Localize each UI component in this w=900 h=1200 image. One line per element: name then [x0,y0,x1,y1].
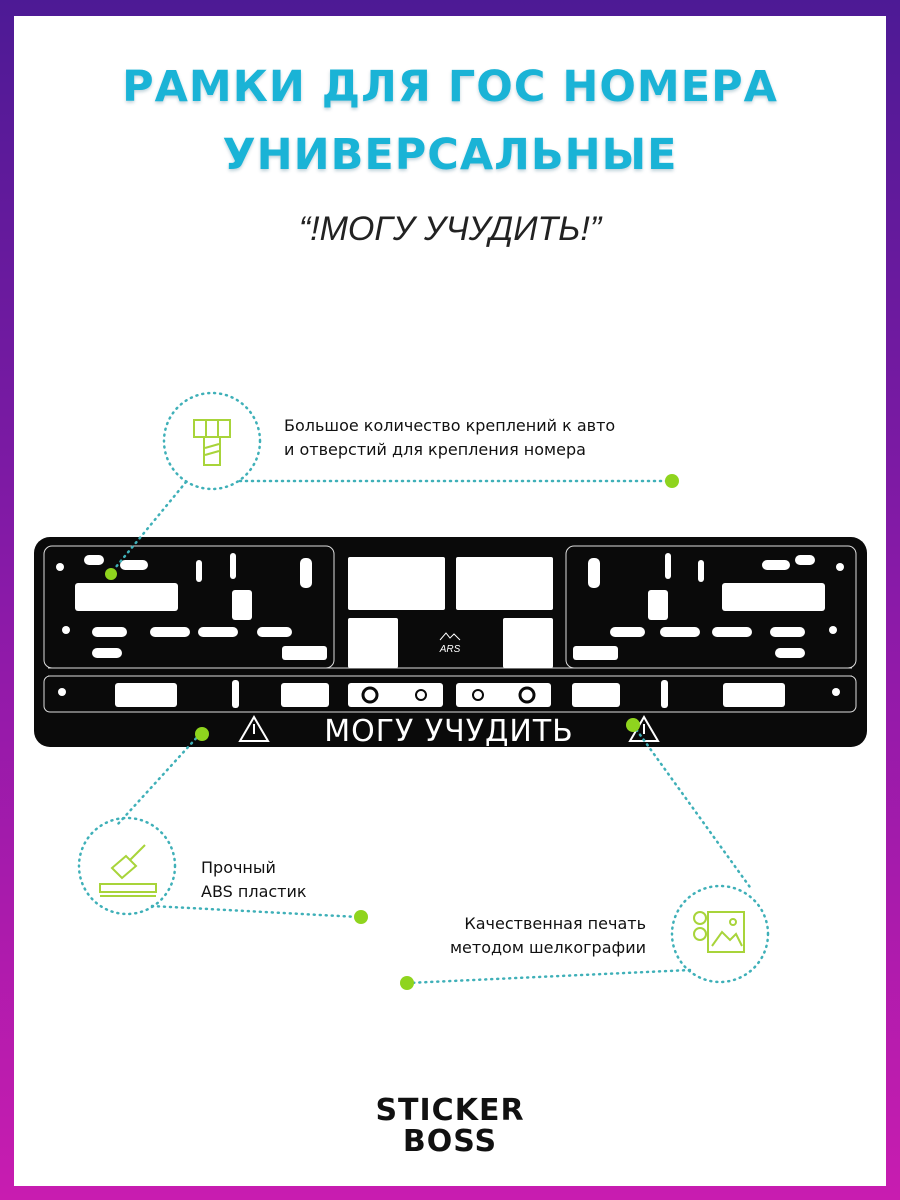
brand-logo-line-2: BOSS [402,1124,498,1159]
feature-material: Прочный ABS пластик [201,856,307,904]
feature-print: Качественная печать методом шелкографии [450,912,646,960]
plate-logo: ARS [439,644,461,655]
hammer-icon [99,844,157,897]
subtitle: “!МОГУ УЧУДИТЬ!” [298,210,602,248]
print-icon [693,911,745,953]
brand-logo-line-1: STICKER [375,1093,525,1128]
bolt-icon [193,419,231,466]
feature-text: Прочный [201,858,276,877]
feature-mounting: Большое количество креплений к авто и от… [284,414,615,462]
license-plate-frame: ARS МОГУ УЧУДИТЬ [34,537,867,749]
feature-text: Большое количество креплений к авто [284,416,616,435]
feature-text: Качественная печать [464,914,646,933]
title-line-1: РАМКИ ДЛЯ ГОС НОМЕРА [122,62,778,112]
callout-dots [105,474,679,990]
feature-text: методом шелкографии [449,938,646,957]
plate-text: МОГУ УЧУДИТЬ [324,714,574,749]
feature-text: и отверстий для крепления номера [284,440,586,459]
feature-text: ABS пластик [201,882,307,901]
title-line-2: УНИВЕРСАЛЬНЫЕ [222,130,678,180]
